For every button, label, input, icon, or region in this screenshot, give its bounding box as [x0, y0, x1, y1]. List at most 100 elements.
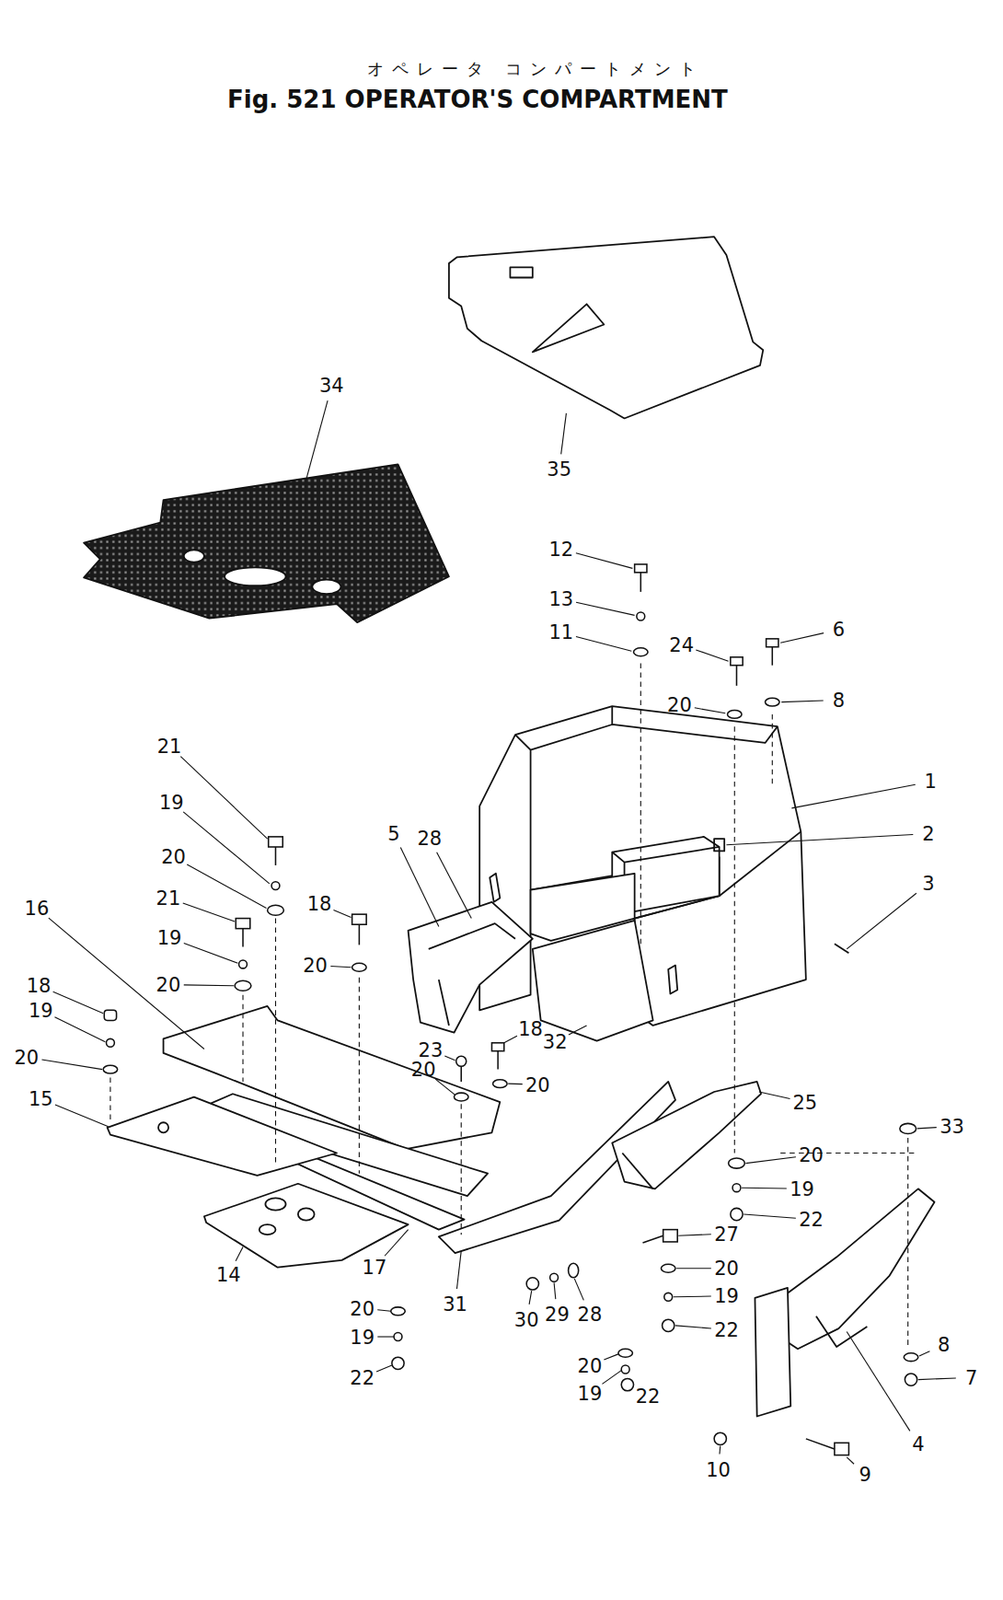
callout-number: 13 — [548, 588, 574, 609]
leader-line — [504, 1035, 518, 1043]
callout-number: 19 — [157, 928, 183, 948]
leader-line — [306, 400, 328, 480]
leader-line — [384, 1229, 409, 1257]
callout-number: 34 — [319, 376, 345, 396]
callout-number: 12 — [548, 539, 574, 559]
callout-number: 16 — [24, 898, 50, 918]
figure-title: Fig. 521 OPERATOR'S COMPARTMENT — [227, 85, 728, 114]
callout-number: 30 — [514, 1309, 540, 1329]
leader-line — [333, 909, 351, 917]
leader-line — [718, 1445, 721, 1454]
leader-line — [676, 1267, 712, 1269]
japanese-title: オペレータ コンパートメント — [367, 60, 704, 78]
callout-number: 8 — [832, 690, 845, 710]
leader-line — [574, 1278, 584, 1301]
leader-line — [694, 707, 727, 714]
callout-number: 20 — [161, 847, 186, 867]
callout-number: 20 — [667, 695, 692, 715]
leader-line — [561, 413, 567, 454]
callout-number: 19 — [714, 1286, 739, 1306]
leader-line — [235, 1245, 243, 1260]
leader-line — [726, 834, 913, 845]
callout-number: 18 — [307, 894, 333, 914]
callout-number: 18 — [518, 1018, 543, 1038]
leader-line — [576, 553, 634, 569]
callout-number: 2 — [922, 823, 934, 843]
callout-number: 15 — [28, 1089, 54, 1109]
callout-number: 25 — [793, 1092, 819, 1112]
callout-number: 14 — [216, 1264, 242, 1284]
callout-number: 9 — [859, 1464, 872, 1485]
callout-number: 18 — [26, 976, 52, 996]
callout-number: 11 — [548, 622, 574, 643]
callout-number: 1 — [924, 772, 937, 792]
leader-line — [846, 892, 917, 949]
callout-number: 19 — [28, 1000, 54, 1020]
callout-number: 27 — [714, 1223, 739, 1244]
leader-line — [377, 1335, 394, 1337]
leader-line — [444, 1055, 455, 1061]
callout-number: 35 — [546, 460, 572, 480]
callout-number: 28 — [577, 1304, 603, 1325]
leader-line — [456, 1250, 462, 1289]
leader-line — [673, 1294, 712, 1297]
callout-number: 4 — [911, 1434, 924, 1454]
leader-line — [568, 1025, 588, 1035]
leader-line — [846, 1456, 854, 1464]
leader-line — [184, 983, 234, 986]
leader-line — [186, 864, 266, 908]
leader-line — [759, 1091, 791, 1098]
callout-number: 7 — [965, 1367, 978, 1387]
callout-number: 23 — [418, 1040, 444, 1061]
callout-number: 20 — [411, 1060, 437, 1080]
callout-number: 6 — [832, 620, 845, 640]
leader-line — [781, 700, 823, 703]
callout-number: 31 — [442, 1294, 468, 1315]
leader-line — [53, 991, 104, 1013]
callout-number: 29 — [544, 1304, 570, 1325]
callout-number: 22 — [798, 1210, 824, 1230]
leader-line — [601, 1370, 622, 1384]
leader-line — [435, 1078, 455, 1095]
leader-line — [791, 783, 915, 808]
leader-line — [576, 635, 632, 651]
leader-line — [576, 601, 635, 615]
leader-line — [846, 1330, 911, 1430]
callout-number: 3 — [922, 874, 934, 894]
callout-number: 32 — [542, 1032, 568, 1052]
leader-line — [743, 1213, 796, 1218]
callout-number: 22 — [349, 1367, 375, 1387]
callout-number: 17 — [362, 1257, 388, 1278]
leader-line — [919, 1350, 930, 1356]
leader-line — [183, 811, 270, 884]
callout-number: 20 — [577, 1355, 603, 1375]
leader-line — [695, 649, 728, 661]
leader-line — [529, 1290, 532, 1304]
leader-line — [400, 847, 439, 927]
callout-number: 5 — [387, 823, 400, 843]
leader-line — [745, 1156, 796, 1164]
leader-line — [603, 1353, 619, 1360]
leader-line — [183, 902, 235, 922]
callout-number: 20 — [156, 975, 182, 995]
leader-line — [184, 942, 239, 963]
callout-number: 19 — [349, 1326, 375, 1347]
leader-line — [780, 633, 824, 644]
callout-number: 20 — [798, 1145, 824, 1165]
leader-line — [54, 1016, 105, 1042]
leader-line — [377, 1309, 392, 1312]
leader-line — [376, 1364, 392, 1372]
callout-number: 28 — [416, 829, 442, 849]
leader-line — [678, 1233, 711, 1236]
leader-line — [918, 1377, 957, 1380]
callout-number: 20 — [525, 1074, 551, 1095]
leader-line — [553, 1281, 556, 1299]
leader-line — [41, 1059, 103, 1070]
callout-number: 20 — [13, 1047, 39, 1067]
callout-number: 21 — [157, 736, 183, 756]
leader-line — [180, 756, 267, 839]
callout-number: 8 — [937, 1335, 950, 1355]
callout-number: 33 — [939, 1117, 965, 1137]
callout-number: 19 — [577, 1383, 603, 1403]
